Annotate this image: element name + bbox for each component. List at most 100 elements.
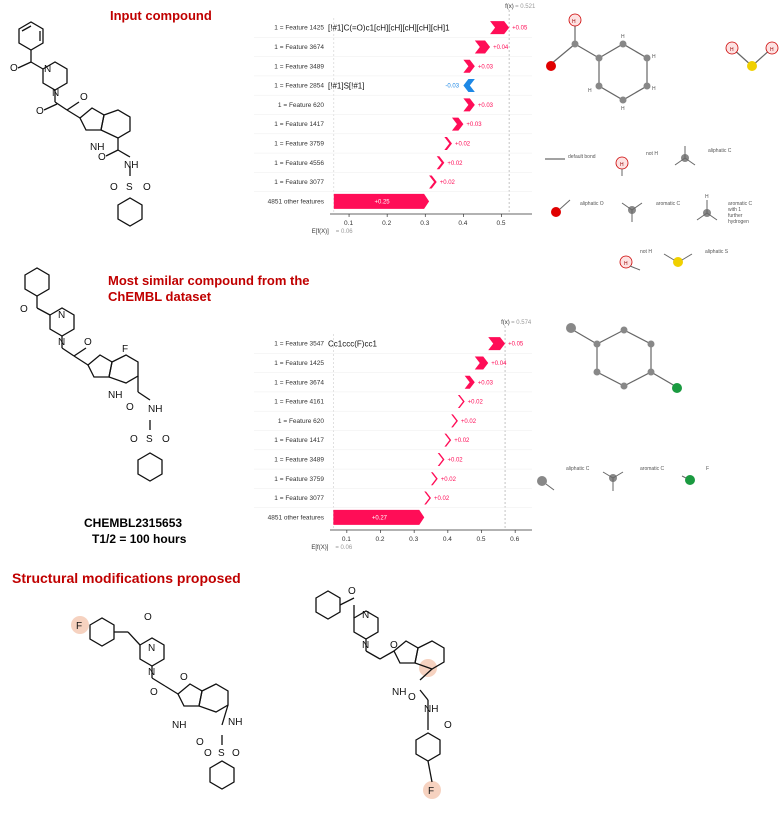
legend-text: with 1 xyxy=(728,207,741,213)
atom-label: F xyxy=(122,344,128,355)
fx-value: = 0.521 xyxy=(515,4,536,10)
waterfall-bar xyxy=(444,433,452,447)
bar-value-label: +0.03 xyxy=(478,380,494,386)
bar-value-label: +0.02 xyxy=(440,180,456,186)
waterfall-bar xyxy=(333,193,430,209)
input-molecule xyxy=(17,21,143,227)
atom-label: O xyxy=(204,748,212,759)
feature-label: 1 = Feature 4556 xyxy=(274,160,324,167)
highlight-fluorine-a xyxy=(71,616,89,634)
bar-value-label: +0.02 xyxy=(454,438,470,444)
proposed-molecule-b xyxy=(315,590,445,783)
bar-value-label: +0.02 xyxy=(434,496,450,502)
legend-text: default bond xyxy=(568,154,596,160)
atom-label: N xyxy=(362,640,369,651)
fx-label: f(x) xyxy=(501,320,510,326)
feature-label: 1 = Feature 3674 xyxy=(274,379,324,386)
atom-label: O xyxy=(84,337,92,348)
feature-label: 1 = Feature 3077 xyxy=(274,179,324,186)
bar-value-label: +0.05 xyxy=(512,26,528,32)
feature-label: 1 = Feature 2854 xyxy=(274,83,324,90)
fx-label: f(x) xyxy=(505,4,514,10)
legend-text: aromatic C xyxy=(656,201,681,207)
x-tick-label: 0.3 xyxy=(420,220,429,227)
similar-molecule xyxy=(24,267,163,482)
legend-features-2: aliphatic C aromatic C F xyxy=(537,466,709,491)
atom-label: O xyxy=(20,304,28,315)
half-life: T1/2 = 100 hours xyxy=(92,532,187,546)
atom-label: O xyxy=(10,63,18,74)
x-tick-label: 0.5 xyxy=(477,536,486,543)
atom-label: O xyxy=(110,182,118,193)
atom-label: S xyxy=(146,434,153,445)
x-tick-label: 0.1 xyxy=(344,220,353,227)
legend-text: aromatic C xyxy=(728,201,753,207)
x-tick-label: 0.4 xyxy=(443,536,452,543)
bar-value-label: +0.03 xyxy=(478,64,494,70)
bar-value-label: +0.04 xyxy=(491,361,507,367)
legend-text: further xyxy=(728,213,743,219)
x-tick-label: 0.3 xyxy=(409,536,418,543)
proposed-molecule-a xyxy=(89,617,235,790)
feature-smarts: [!#1]S[!#1] xyxy=(328,82,364,91)
feature-label: 4851 other features xyxy=(268,514,325,521)
atom-label: NH xyxy=(90,142,104,153)
bar-value-label: +0.02 xyxy=(461,419,477,425)
atom-label: H xyxy=(572,19,576,25)
atom-label: O xyxy=(180,672,188,683)
atom-label: N xyxy=(58,337,65,348)
atom-label: NH xyxy=(148,404,162,415)
atom-label: NH xyxy=(424,704,438,715)
atom-label: S xyxy=(126,182,133,193)
waterfall-bar xyxy=(490,21,510,35)
legend-text: aliphatic C xyxy=(566,466,590,472)
atom-label: O xyxy=(390,640,398,651)
proposed-molecule-b-labels: O N N O NH O NH O F xyxy=(348,586,452,797)
atom-label: O xyxy=(444,720,452,731)
shap-waterfall-input: f(x)= 0.521+0.051 = Feature 1425[!#1]C(=… xyxy=(254,4,536,235)
input-molecule-labels: N N O O O NH O NH S O O xyxy=(10,63,151,193)
atom-label: H xyxy=(652,54,656,60)
feature-label: 1 = Feature 3674 xyxy=(274,44,324,51)
atom-label: H xyxy=(621,106,625,112)
waterfall-bar xyxy=(464,375,475,389)
atom-label: O xyxy=(143,182,151,193)
feature-label: 1 = Feature 1425 xyxy=(274,25,324,32)
waterfall-bar xyxy=(463,98,475,112)
chembl-id: CHEMBL2315653 xyxy=(84,516,183,530)
bar-value-label: +0.02 xyxy=(468,400,484,406)
atom-label: NH xyxy=(172,720,186,731)
atom-label: H xyxy=(705,194,709,200)
legend-features-1: default bond H not H aliphatic C aliphat… xyxy=(545,146,753,271)
efx-value: = 0.06 xyxy=(335,545,353,551)
atom-label: F xyxy=(76,621,82,632)
x-tick-label: 0.4 xyxy=(458,220,467,227)
bar-value-label: +0.03 xyxy=(466,122,482,128)
waterfall-bar xyxy=(474,356,489,370)
atom-label: N xyxy=(148,643,155,654)
bar-value-label: +0.04 xyxy=(493,45,509,51)
atom-label: H xyxy=(730,47,734,53)
waterfall-bar xyxy=(463,59,475,73)
atom-label: H xyxy=(652,86,656,92)
similar-compound-heading: Most similar compound from the ChEMBL da… xyxy=(108,273,310,305)
efx-value: = 0.06 xyxy=(336,229,354,235)
legend-text: F xyxy=(706,466,709,472)
legend-text: aromatic C xyxy=(640,466,665,472)
waterfall-bar xyxy=(424,491,431,505)
feature-label: 1 = Feature 4161 xyxy=(274,399,324,406)
atom-label: O xyxy=(126,402,134,413)
bar-value-label: +0.02 xyxy=(447,161,463,167)
legend-text: aliphatic S xyxy=(705,249,729,255)
bar-value-label: +0.25 xyxy=(374,199,390,205)
bar-value-label: +0.02 xyxy=(455,141,471,147)
legend-text: not H xyxy=(646,151,658,157)
x-tick-label: 0.6 xyxy=(510,536,519,543)
atom-label: O xyxy=(130,434,138,445)
atom-label: O xyxy=(232,748,240,759)
bar-value-label: +0.02 xyxy=(447,457,463,463)
feature-label: 1 = Feature 3759 xyxy=(274,476,324,483)
bar-value-label: +0.05 xyxy=(508,342,524,348)
input-compound-heading: Input compound xyxy=(110,8,212,23)
